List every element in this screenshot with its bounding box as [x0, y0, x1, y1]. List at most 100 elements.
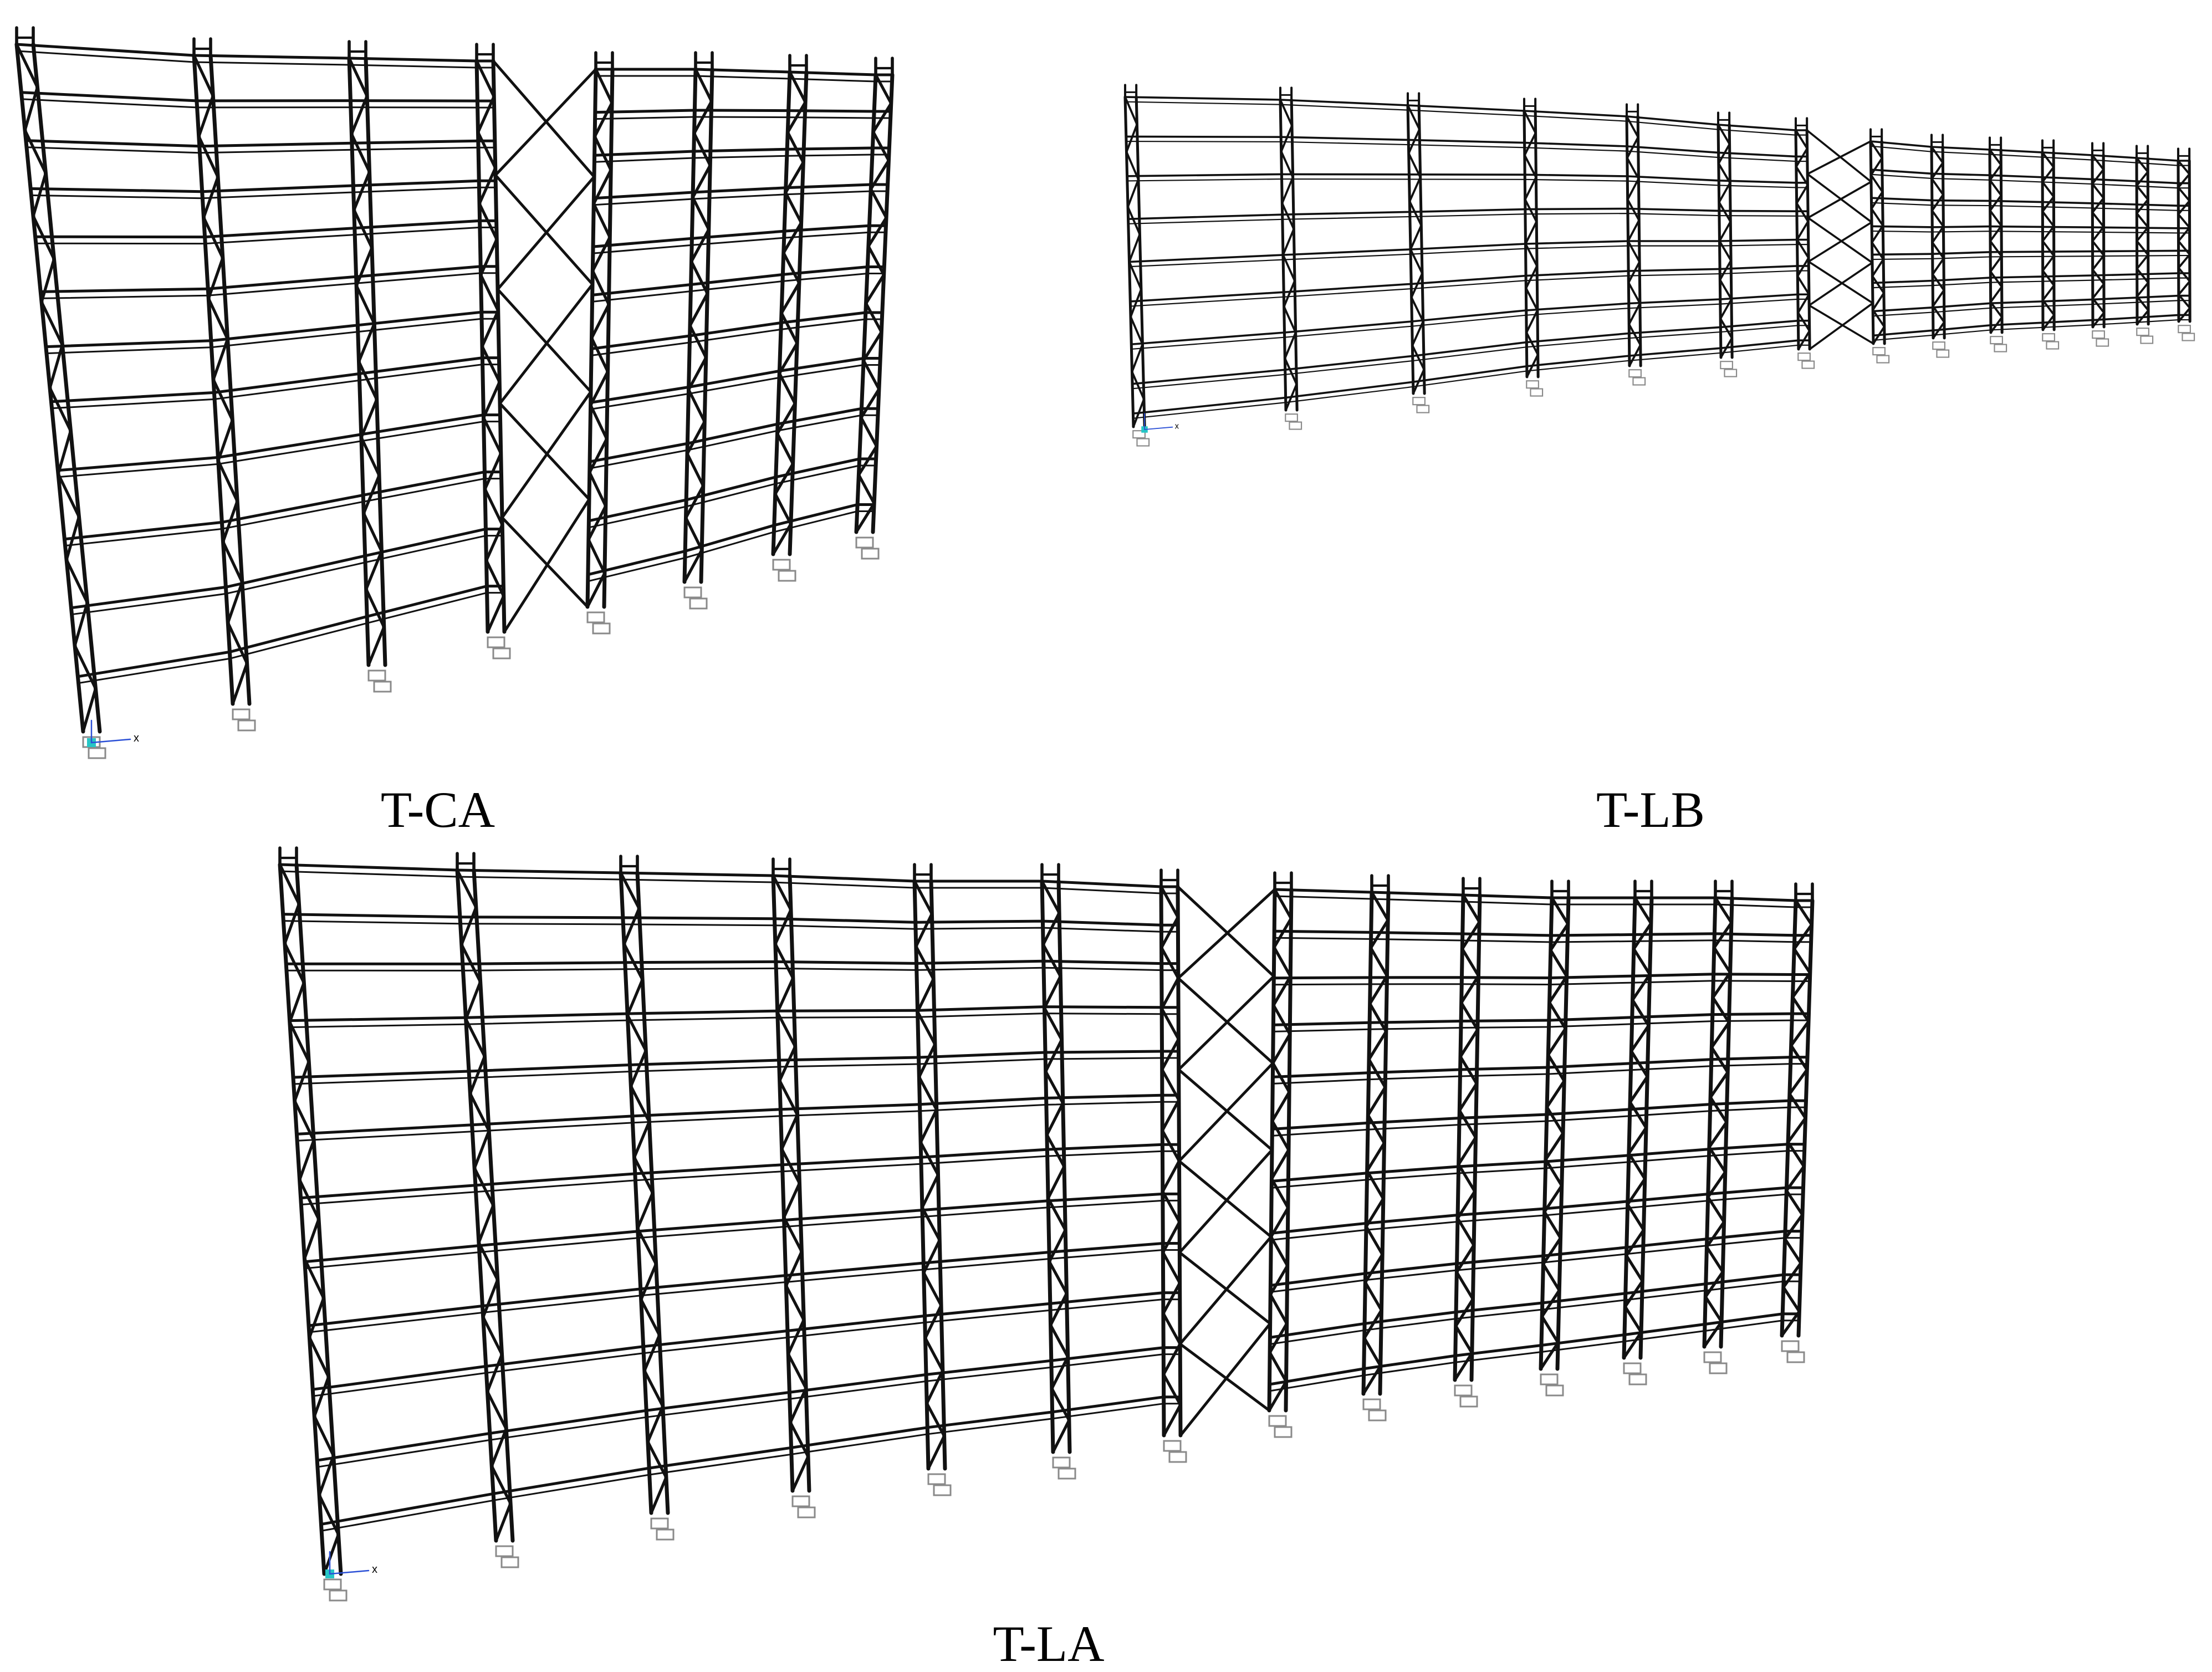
lacing-diagonal [1631, 998, 1651, 1027]
lacing-diagonal [587, 504, 607, 541]
panel-caption-t-la: T-LA [993, 1615, 1105, 1672]
ledger-beam [596, 68, 892, 83]
lacing-diagonal [1161, 1037, 1181, 1071]
scaffold-frame-column [1622, 880, 1654, 1360]
lacing-diagonal [782, 1216, 804, 1253]
lacing-diagonal [1703, 1320, 1723, 1348]
scaffold-frame-column [1717, 111, 1734, 359]
lacing-diagonal [2136, 309, 2149, 325]
ledger-beam [283, 913, 1178, 933]
lacing-diagonal [2092, 311, 2105, 328]
base-support-icon [1720, 361, 1738, 377]
lacing-diagonal [1369, 918, 1389, 950]
lacing-diagonal [2136, 171, 2149, 187]
support-box [487, 636, 505, 648]
lacing-diagonal [1409, 224, 1423, 250]
support-box [861, 548, 880, 560]
ledger-line [1872, 254, 2190, 260]
lacing-diagonal [2041, 254, 2055, 272]
support-box [1459, 1395, 1478, 1408]
lacing-diagonal [1362, 1364, 1382, 1395]
axis-label: x [1175, 422, 1179, 431]
lacing-diagonal [1719, 318, 1733, 339]
scaffold-frame-column [474, 43, 507, 634]
base-support-icon [772, 559, 796, 582]
lacing-diagonal [479, 273, 500, 313]
lacing-diagonal [2177, 160, 2191, 176]
lacing-diagonal [921, 1206, 941, 1242]
lacing-diagonal [1989, 255, 2003, 273]
base-support-icon [1932, 341, 1950, 358]
lacing-diagonal [1780, 1310, 1801, 1337]
support-box [2178, 325, 2191, 334]
lacing-diagonal [1460, 974, 1480, 1005]
lacing-diagonal [1272, 1004, 1291, 1036]
lacing-diagonal [1366, 1169, 1385, 1200]
lacing-diagonal [1046, 1165, 1066, 1200]
lacing-diagonal [1045, 1101, 1065, 1137]
lacing-diagonal [1622, 1331, 1643, 1359]
lacing-diagonal [1460, 920, 1481, 950]
lacing-diagonal [1713, 946, 1732, 974]
lacing-diagonal [646, 1440, 668, 1479]
lacing-diagonal [1161, 1220, 1181, 1254]
ledger-line [40, 265, 498, 293]
lacing-diagonal [1930, 146, 1944, 164]
lacing-diagonal [1932, 305, 1945, 324]
lacing-diagonal [1410, 296, 1424, 323]
lacing-diagonal [1283, 305, 1297, 334]
ledger-beam [1133, 339, 1810, 419]
lacing-diagonal [226, 581, 244, 625]
lacing-diagonal [303, 1257, 325, 1300]
column-post [771, 873, 795, 1493]
lacing-diagonal [1628, 344, 1642, 367]
lacing-diagonal [1284, 331, 1297, 360]
lacing-diagonal [1989, 285, 2003, 303]
base-support-icon [487, 636, 511, 659]
brace-diagonal [1178, 1235, 1273, 1346]
support-link [798, 1506, 806, 1508]
brace-diagonal [496, 175, 596, 291]
lacing-diagonal [350, 132, 371, 173]
ledger-line [592, 265, 885, 296]
lacing-diagonal [1719, 279, 1733, 300]
lacing-diagonal [1270, 1090, 1291, 1123]
lacing-diagonal [1543, 1210, 1562, 1240]
lacing-diagonal [1623, 1305, 1643, 1334]
lacing-diagonal [857, 473, 876, 505]
lacing-diagonal [1931, 225, 1945, 244]
lacing-diagonal [1456, 1190, 1477, 1220]
lacing-diagonal [1546, 1027, 1567, 1056]
ledger-beam [16, 43, 493, 69]
ledger-line [1133, 344, 1810, 419]
scaffold-frame-column [1279, 86, 1299, 412]
lacing-diagonal [1408, 200, 1423, 227]
ledger-beam [1132, 319, 1810, 390]
lacing-diagonal [1930, 177, 1944, 196]
lacing-diagonal [629, 1085, 651, 1123]
lacing-diagonal [15, 43, 39, 89]
lacing-diagonal [2177, 267, 2191, 283]
ledger-beam [64, 471, 502, 547]
lacing-diagonal [1871, 241, 1884, 260]
lacing-diagonal [1795, 147, 1809, 168]
lacing-diagonal [915, 912, 934, 948]
lacing-diagonal [774, 492, 793, 526]
support-box [1274, 1426, 1293, 1438]
brace-diagonal [1177, 975, 1275, 1071]
lacing-diagonal [2136, 212, 2149, 228]
ledger-line [1131, 298, 1809, 350]
lacing-diagonal [1162, 1312, 1182, 1346]
brace-diagonal [1807, 217, 1873, 264]
lacing-diagonal [1932, 273, 1945, 292]
axis-label: x [372, 1563, 377, 1576]
lacing-diagonal [1125, 151, 1140, 181]
support-box [797, 1506, 816, 1518]
lacing-diagonal [1524, 243, 1538, 267]
base-support-icon [1540, 1373, 1564, 1397]
ledger-line [279, 870, 1178, 894]
lacing-diagonal [1707, 1195, 1726, 1224]
support-link [1275, 1425, 1283, 1428]
lacing-diagonal [587, 538, 606, 575]
